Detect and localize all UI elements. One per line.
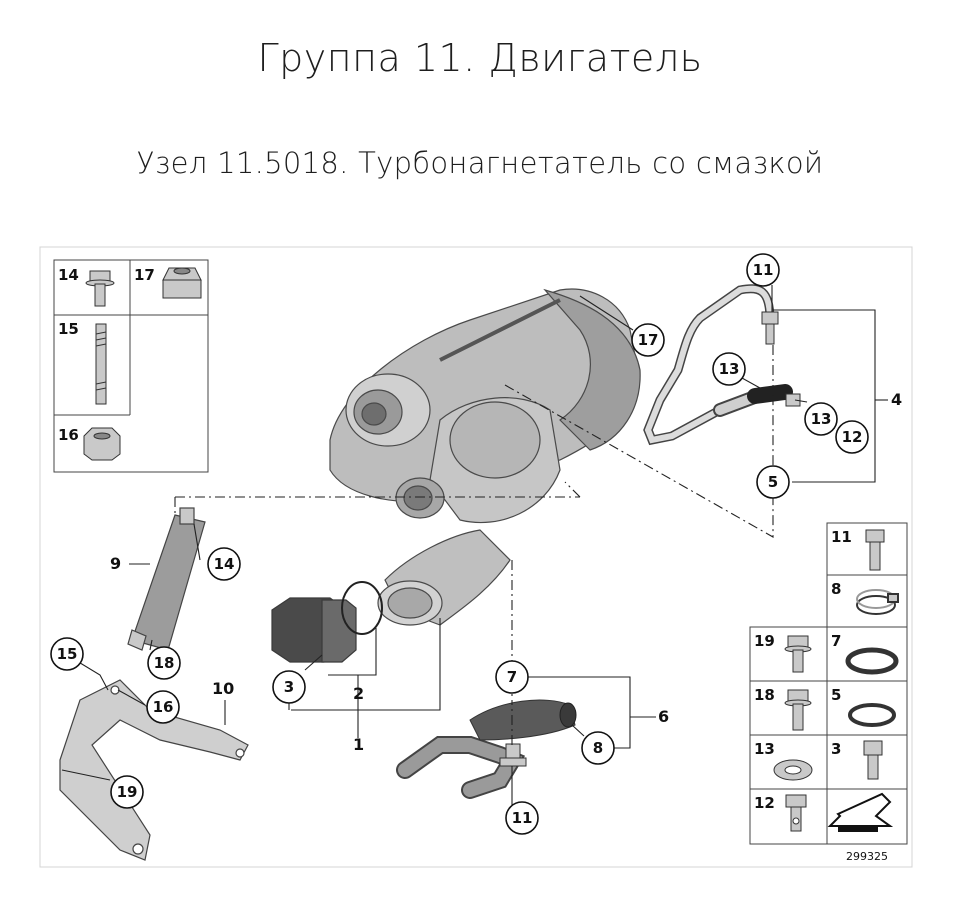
- callout-2: 2: [353, 684, 364, 703]
- callout-circles: [50, 253, 869, 835]
- legend-label: 8: [831, 580, 841, 598]
- callout-12: 12: [842, 428, 863, 446]
- hex-bolt-icon: [784, 635, 812, 673]
- callout-7: 7: [507, 668, 517, 686]
- leader-lines: [61, 285, 888, 806]
- callout-6: 6: [658, 707, 669, 726]
- legend-label: 3: [831, 740, 841, 758]
- callout-9: 9: [110, 554, 121, 573]
- legend-label: 12: [754, 794, 775, 812]
- callout-11: 11: [512, 809, 533, 827]
- bracket-10: [59, 679, 249, 861]
- page-subtitle: Узел 11.5018. Турбонагнетатель со смазко…: [136, 146, 824, 180]
- legend-label: 18: [754, 686, 775, 704]
- callout-10: 10: [212, 679, 234, 698]
- callout-16: 16: [153, 698, 174, 716]
- flange-bolt-icon: [85, 270, 115, 307]
- hex-bolt-long-icon: [784, 689, 812, 731]
- legend-label: 5: [831, 686, 841, 704]
- callout-11: 11: [753, 261, 774, 279]
- hollow-bolt-top: [761, 311, 779, 345]
- sleeve-nut-icon: [162, 267, 202, 299]
- legend-label: 11: [831, 528, 852, 546]
- banjo-bolt-icon: [865, 529, 885, 571]
- callout-5: 5: [768, 473, 778, 491]
- page-title: Группа 11. Двигатель: [257, 36, 703, 80]
- legend-label: 7: [831, 632, 841, 650]
- left-legend: [53, 259, 209, 473]
- callout-13: 13: [719, 360, 740, 378]
- callout-13: 13: [811, 410, 832, 428]
- o-ring-icon: [848, 703, 896, 727]
- callout-18: 18: [154, 654, 175, 672]
- legend-label: 17: [134, 266, 155, 284]
- catalog-number: 299325: [846, 850, 888, 863]
- right-legend: [749, 522, 908, 845]
- oil-feed-line: [643, 284, 793, 446]
- callout-1: 1: [353, 735, 364, 754]
- hose-clamp-icon: [856, 589, 899, 615]
- legend-label: 19: [754, 632, 775, 650]
- o-ring-large-icon: [845, 647, 899, 675]
- o-ring: [341, 581, 383, 635]
- flange-nut-icon: [83, 427, 121, 461]
- callout-17: 17: [638, 331, 659, 349]
- callout-19: 19: [117, 783, 138, 801]
- hollow-bolt-side: [785, 393, 801, 407]
- callout-15: 15: [57, 645, 78, 663]
- callout-14: 14: [214, 555, 235, 573]
- oil-return-line: [396, 699, 577, 799]
- diagram-frame: [39, 246, 913, 868]
- callout-8: 8: [593, 739, 603, 757]
- legend-label: 16: [58, 426, 79, 444]
- direction-arrow-icon: [827, 792, 894, 832]
- actuator: [271, 597, 357, 663]
- bracket-9: [127, 507, 206, 651]
- legend-label: 13: [754, 740, 775, 758]
- callout-3: 3: [284, 678, 294, 696]
- hollow-bolt-bottom: [499, 743, 527, 767]
- stud-bolt-icon: [95, 323, 107, 405]
- legend-label: 15: [58, 320, 79, 338]
- socket-screw-icon: [863, 740, 883, 780]
- sealing-washer-icon: [773, 759, 813, 781]
- turbocharger-assembly: [329, 288, 641, 626]
- hollow-bolt-icon: [785, 794, 807, 832]
- legend-label: 14: [58, 266, 79, 284]
- callout-4: 4: [891, 390, 902, 409]
